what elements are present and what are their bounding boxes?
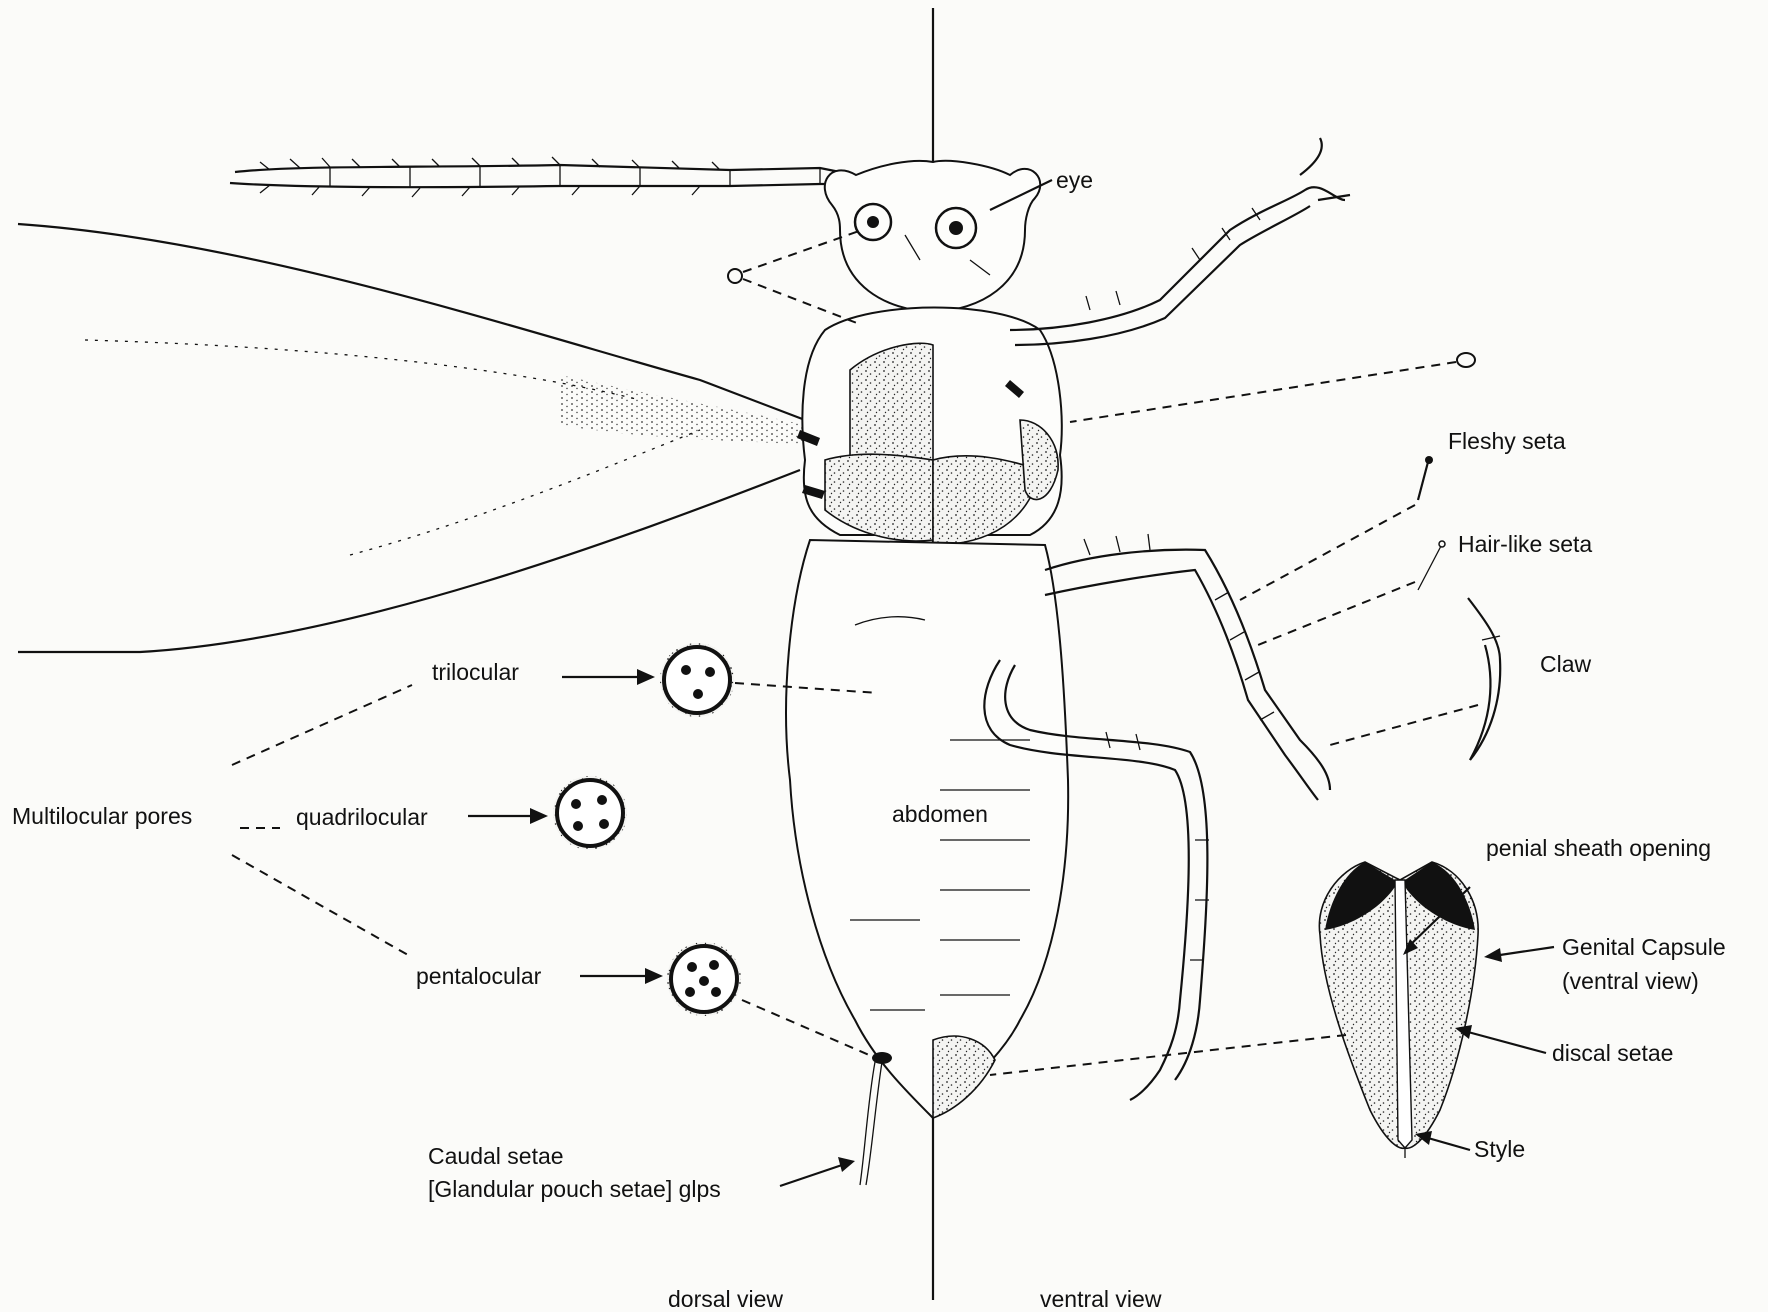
fleshy-seta-label: Fleshy seta [1448,428,1566,454]
thorax-pore-detail [1457,353,1475,367]
dorsal-view-label: dorsal view [668,1286,783,1312]
genital-capsule-label: Genital Capsule [1562,934,1726,960]
hairlike-seta-leader [1258,582,1415,645]
wing [18,224,805,652]
thorax [797,308,1062,546]
head [825,161,1040,312]
hairlike-seta-label: Hair-like seta [1458,531,1592,557]
caudal-setae-label: Caudal setae [428,1143,564,1169]
genital-capsule-detail [1319,862,1478,1158]
pentalocular-pore-detail [667,942,741,1016]
head-pore-detail [728,269,742,283]
multilocular-pores-label: Multilocular pores [12,803,192,829]
ventral-view-label: ventral view [1040,1286,1162,1312]
quadrilocular-pore-detail [553,776,627,850]
genital-capsule-sublabel: (ventral view) [1562,968,1699,994]
discal-setae-label: discal setae [1552,1040,1673,1066]
style-label: Style [1474,1136,1525,1162]
quadrilocular-label: quadrilocular [296,804,428,830]
claw-label: Claw [1540,651,1592,677]
claw-detail [1468,598,1500,760]
pentalocular-label: pentalocular [416,963,542,989]
fleshy-seta-detail [1418,456,1433,500]
thorax-pore-leader [1070,362,1456,422]
trilocular-pore-detail [660,643,734,717]
abdomen-body [786,540,1068,1185]
antenna [230,157,860,197]
trilocular-label: trilocular [432,659,519,685]
glandular-pouch-setae-label: [Glandular pouch setae] glps [428,1176,721,1202]
genital-capsule-leader [990,1035,1346,1075]
eye-label: eye [1056,167,1093,193]
caudal-setae-arrow [780,1164,845,1186]
penial-sheath-opening-label: penial sheath opening [1486,835,1711,861]
style-arrow-line [1428,1138,1470,1150]
head-pore-leader [743,279,862,325]
hairlike-seta-detail [1418,541,1445,590]
multilocular-leader-top [232,685,412,765]
multilocular-leader-bottom [232,855,408,955]
abdomen-label: abdomen [892,801,988,827]
claw-leader [1330,705,1478,745]
genital-capsule-arrow-line [1500,947,1554,955]
fleshy-seta-leader [1240,505,1415,600]
discal-setae-arrow-line [1468,1032,1546,1053]
